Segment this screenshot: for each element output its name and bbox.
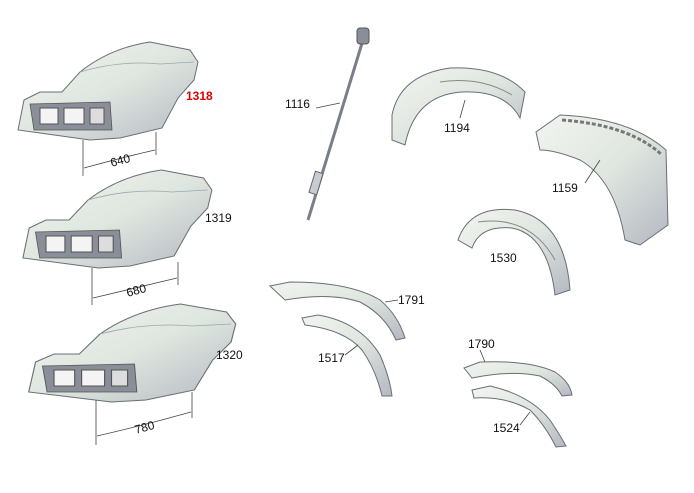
bracket-part-1790[interactable]: 1790 [463,337,573,397]
part-label-1116[interactable]: 1116 [285,97,310,111]
part-label-1194[interactable]: 1194 [444,121,470,135]
hood-part-1320[interactable]: 1320 780 [28,303,243,445]
dimension-640: 640 [109,151,132,170]
dimension-780: 780 [133,418,156,437]
dimension-line-680 [91,262,179,305]
part-label-1790[interactable]: 1790 [468,337,495,351]
bracket-part-1791[interactable]: 1791 [268,281,425,341]
part-label-1530[interactable]: 1530 [490,251,517,265]
part-label-1318[interactable]: 1318 [186,89,213,103]
hood-part-1318[interactable]: 1318 640 [17,41,213,176]
bracket-part-1517[interactable]: 1517 [301,314,393,397]
fender-part-1194[interactable]: 1194 [391,67,526,146]
part-label-1319[interactable]: 1319 [205,211,232,225]
part-label-1524[interactable]: 1524 [493,421,520,435]
rod-part-1116[interactable]: 1116 [285,27,370,221]
fender-part-1530[interactable]: 1530 [457,208,571,296]
dimension-line-640 [82,132,157,176]
hood-part-1319[interactable]: 1319 680 [22,169,232,305]
part-label-1159[interactable]: 1159 [552,181,578,195]
fender-part-1159[interactable]: 1159 [535,114,669,246]
part-label-1517[interactable]: 1517 [318,351,345,365]
bracket-part-1524[interactable]: 1524 [471,385,567,448]
dimension-line-780 [95,392,193,445]
part-label-1791[interactable]: 1791 [398,293,425,307]
part-label-1320[interactable]: 1320 [216,348,243,362]
dimension-680: 680 [125,281,148,300]
